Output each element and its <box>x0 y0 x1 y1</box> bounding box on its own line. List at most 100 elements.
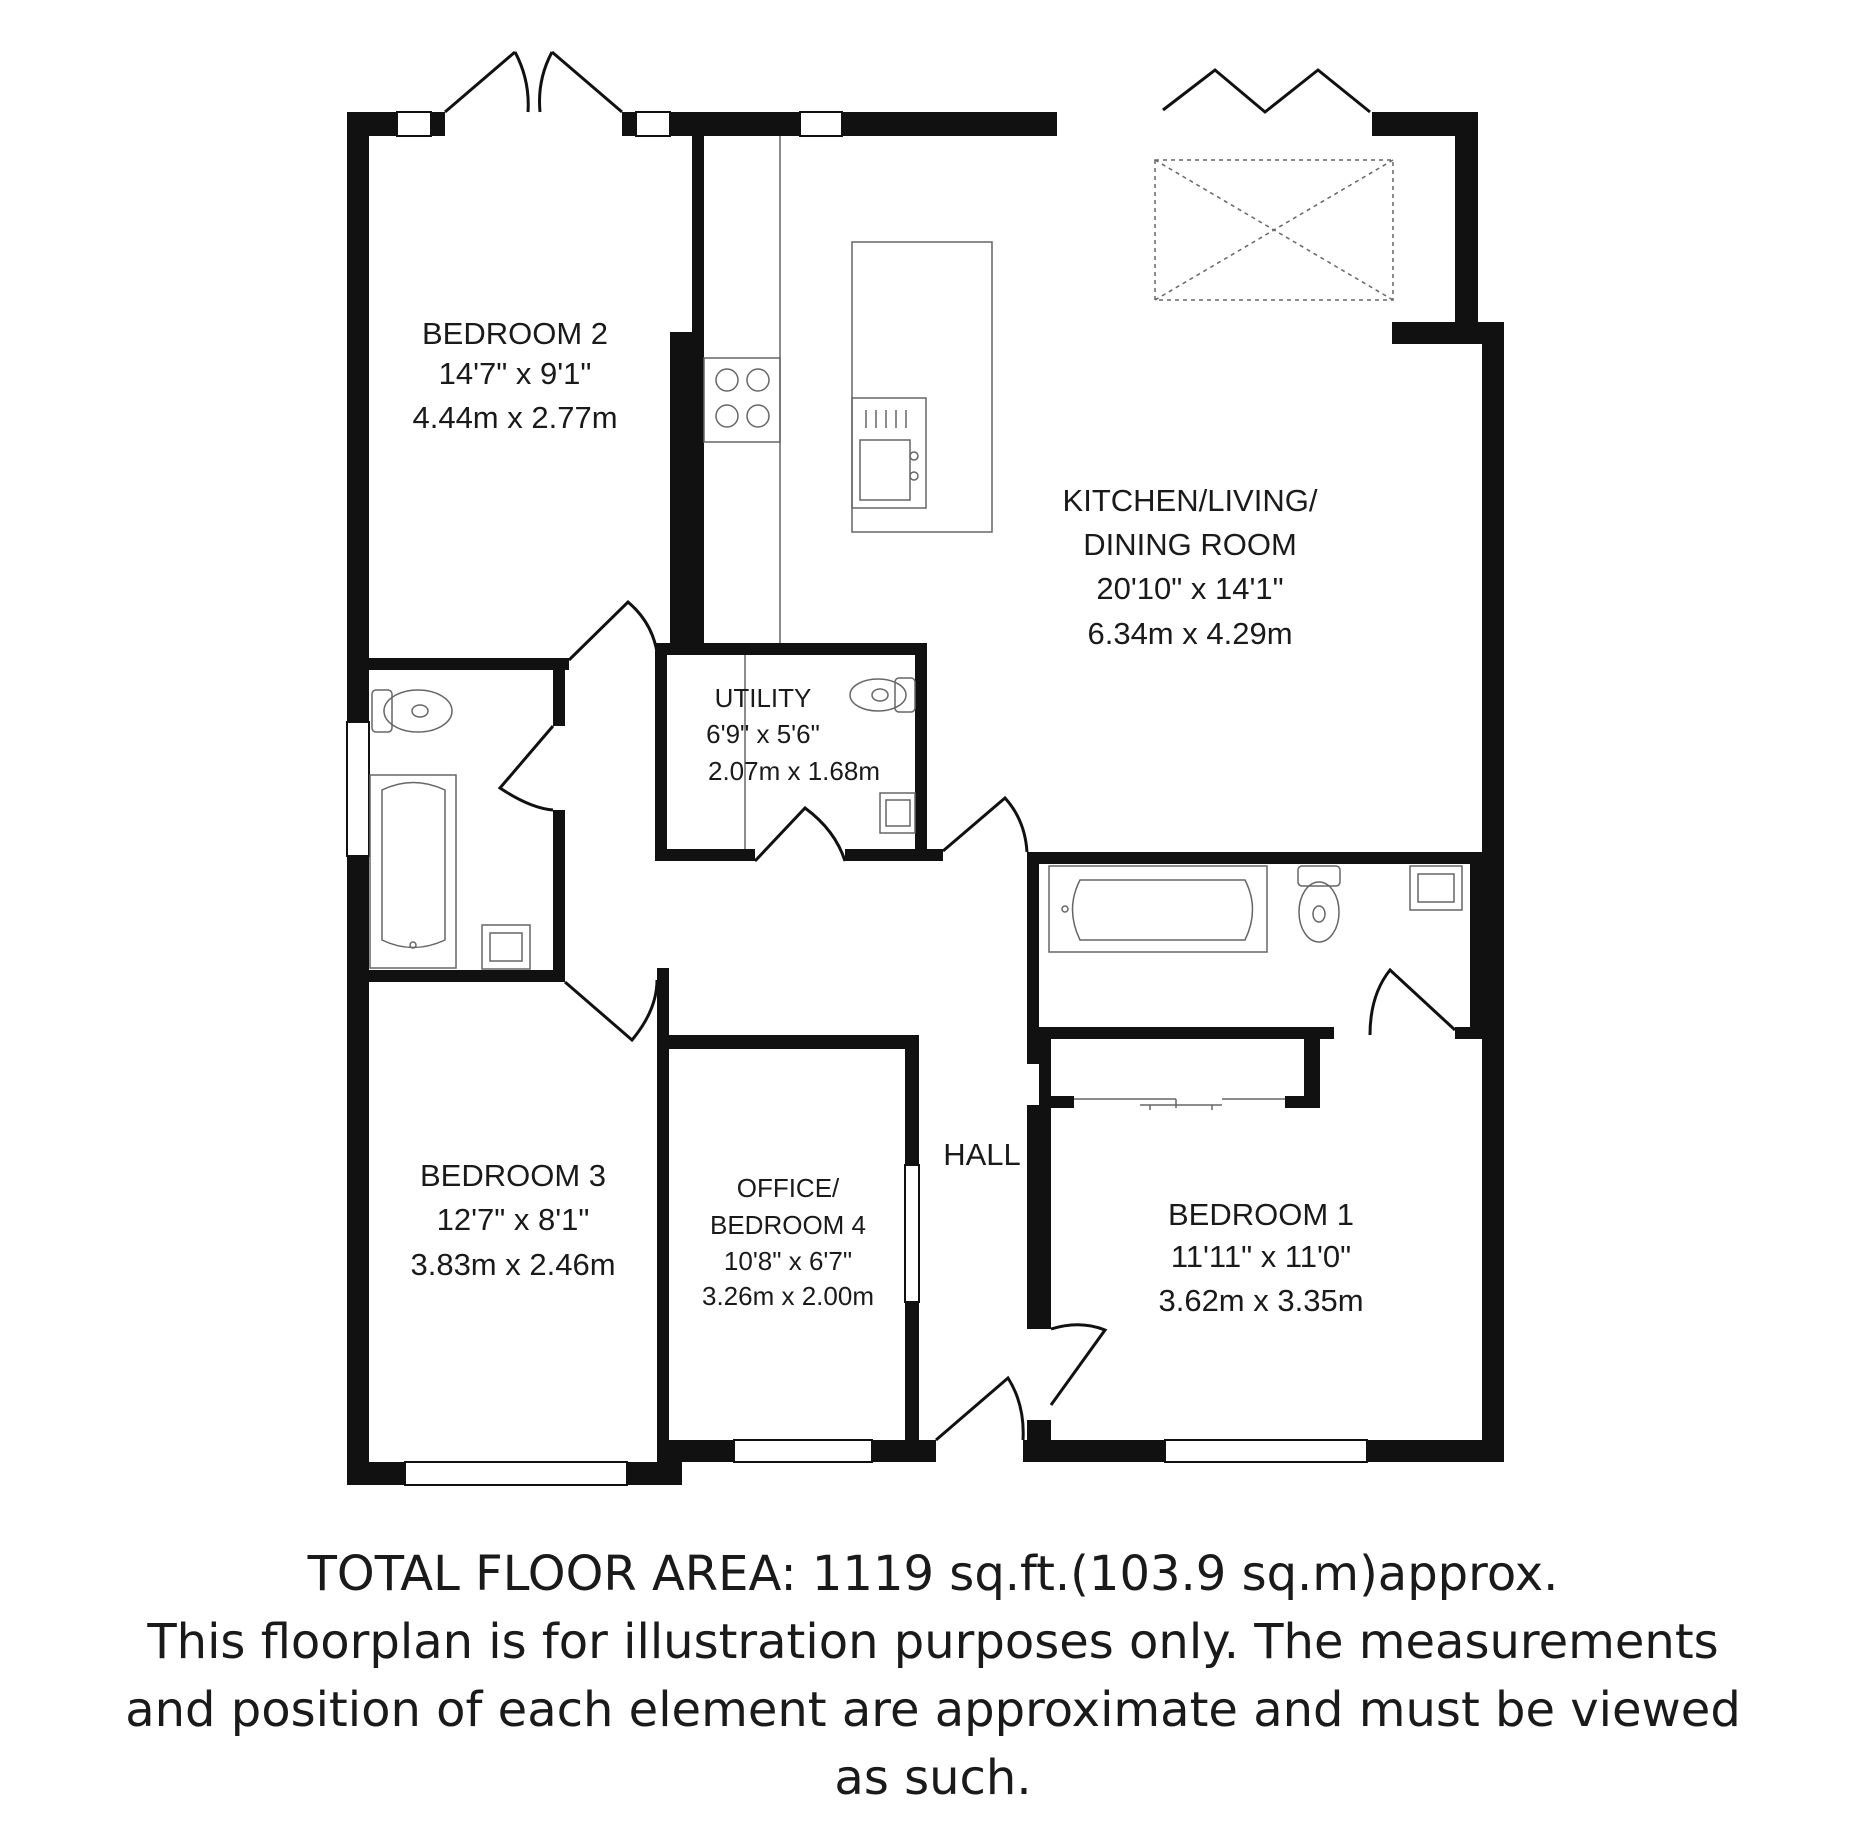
room-labels: BEDROOM 2 14'7" x 9'1" 4.44m x 2.77m KIT… <box>410 316 1363 1318</box>
wall-office-right-bottom <box>905 1302 919 1462</box>
wall-bath-right-bottom <box>553 810 565 982</box>
disclaimer-line-3: as such. <box>834 1750 1032 1806</box>
kitchen-name-line2: DINING ROOM <box>1083 527 1297 562</box>
wall-bath-right-top <box>553 658 565 726</box>
total-floor-area: TOTAL FLOOR AREA: 1119 sq.ft.(103.9 sq.m… <box>307 1546 1559 1602</box>
wall-bed2-kitchen-thick <box>670 332 704 652</box>
door-bathroom <box>497 725 555 812</box>
wall-bottom-office-right <box>872 1440 936 1462</box>
hob-ring-4 <box>746 404 770 428</box>
office-name-line1: OFFICE/ <box>737 1173 840 1203</box>
wall-bay-step <box>1392 322 1504 344</box>
door-bed3 <box>564 979 659 1043</box>
island-sink <box>851 397 927 509</box>
wall-top-mid <box>622 112 636 136</box>
wall-bed2-bottom <box>369 658 569 670</box>
window-bed2-right <box>635 111 671 137</box>
wall-left-top <box>347 112 369 722</box>
kitchen-metric: 6.34m x 4.29m <box>1087 616 1292 651</box>
utility-imperial: 6'9" x 5'6" <box>706 719 820 749</box>
floor-area-footer: TOTAL FLOOR AREA: 1119 sq.ft.(103.9 sq.m… <box>0 1550 1866 1802</box>
hob <box>703 357 781 443</box>
hob-ring-3 <box>715 404 739 428</box>
kitchen-imperial: 20'10" x 14'1" <box>1096 571 1283 606</box>
window-bed3-bottom <box>404 1461 628 1486</box>
wall-bottom-office-left <box>668 1440 734 1462</box>
wall-ensuite-bottom-left <box>1039 1027 1334 1039</box>
wall-right-bay <box>1455 112 1478 328</box>
door-front <box>935 1375 1025 1442</box>
bedroom3-metric: 3.83m x 2.46m <box>410 1247 615 1282</box>
window-bathroom-left <box>346 721 370 857</box>
wall-top-mid2 <box>670 112 800 136</box>
utility-toilet <box>849 677 916 713</box>
bedroom1-name: BEDROOM 1 <box>1168 1197 1354 1232</box>
bedroom1-imperial: 11'11" x 11'0" <box>1171 1239 1351 1274</box>
window-office-bottom <box>733 1439 873 1463</box>
walls <box>347 112 1504 1485</box>
wall-bed1-left-lower <box>1027 1420 1051 1442</box>
wardrobe-doors <box>1074 1098 1285 1110</box>
kitchen-fittings <box>703 136 1394 1110</box>
hall-name: HALL <box>943 1137 1021 1172</box>
wall-bottom-bedroom1-left <box>1023 1440 1165 1462</box>
bathroom-bath <box>369 774 457 969</box>
bedroom1-metric: 3.62m x 3.35m <box>1158 1283 1363 1318</box>
bedroom2-name: BEDROOM 2 <box>422 316 608 351</box>
doors <box>444 50 1457 1442</box>
wall-wardrobe-left <box>1039 1039 1051 1105</box>
wall-bed1-left <box>1027 1105 1051 1329</box>
wall-office-right-top <box>905 1035 919 1165</box>
bedroom3-imperial: 12'7" x 8'1" <box>437 1202 590 1237</box>
wall-bed3-top-right <box>657 968 669 1462</box>
kitchen-name-line1: KITCHEN/LIVING/ <box>1063 483 1318 518</box>
wall-ensuite-bottom-right <box>1455 1027 1482 1039</box>
ensuite-bath <box>1048 865 1268 953</box>
bedroom2-imperial: 14'7" x 9'1" <box>439 356 592 391</box>
wall-wardrobe-right <box>1304 1039 1320 1105</box>
door-bed2 <box>567 599 660 662</box>
wall-utility-left <box>655 643 667 861</box>
bathroom-basin <box>481 924 531 970</box>
wall-top-bedroom2 <box>431 112 445 136</box>
windows <box>346 111 1368 1486</box>
door-utility <box>753 806 847 863</box>
ensuite-basin <box>1409 865 1463 911</box>
window-office-side <box>904 1164 920 1303</box>
office-name-line2: BEDROOM 4 <box>710 1210 866 1240</box>
floor-plan: BEDROOM 2 14'7" x 9'1" 4.44m x 2.77m KIT… <box>346 50 1504 1486</box>
door-bed1 <box>1049 1323 1108 1406</box>
window-bed1-bottom <box>1164 1439 1368 1463</box>
roof-lantern <box>1154 159 1394 301</box>
utility-name: UTILITY <box>715 683 812 713</box>
wall-bath-bottom <box>369 970 565 982</box>
island-sink-bowl <box>859 439 911 501</box>
wall-office-top <box>669 1035 919 1049</box>
wall-bottom-bedroom3-right <box>627 1462 682 1485</box>
utility-metric: 2.07m x 1.68m <box>708 756 880 786</box>
sanitary-fixtures <box>369 677 1463 970</box>
wall-bed2-kitchen <box>692 136 704 332</box>
wall-utility-bottom-right <box>845 849 927 861</box>
window-bed2-left <box>396 111 432 137</box>
wall-right <box>1482 322 1504 1458</box>
bathroom-toilet <box>371 689 453 733</box>
bedroom3-name: BEDROOM 3 <box>420 1158 606 1193</box>
wall-ensuite-left <box>1027 852 1039 1064</box>
kitchen-island <box>851 241 993 533</box>
hob-ring-2 <box>746 368 770 392</box>
wall-hall-top <box>927 849 943 861</box>
door-ensuite <box>1368 967 1457 1036</box>
wall-left-bottom <box>347 856 369 1485</box>
window-kitchen-top <box>799 111 843 137</box>
wall-ensuite-right-inner <box>1470 864 1482 1027</box>
wall-utility-bottom-left <box>655 849 755 861</box>
bifold-door-kitchen <box>1162 68 1371 114</box>
utility-basin <box>879 792 916 834</box>
office-metric: 3.26m x 2.00m <box>702 1281 874 1311</box>
wall-bottom-bedroom1-right <box>1367 1440 1504 1462</box>
wall-wardrobe-bottom-right <box>1285 1096 1320 1108</box>
wall-bottom-bedroom3-left <box>347 1462 405 1485</box>
bedroom2-metric: 4.44m x 2.77m <box>412 400 617 435</box>
office-imperial: 10'8" x 6'7" <box>724 1246 852 1276</box>
